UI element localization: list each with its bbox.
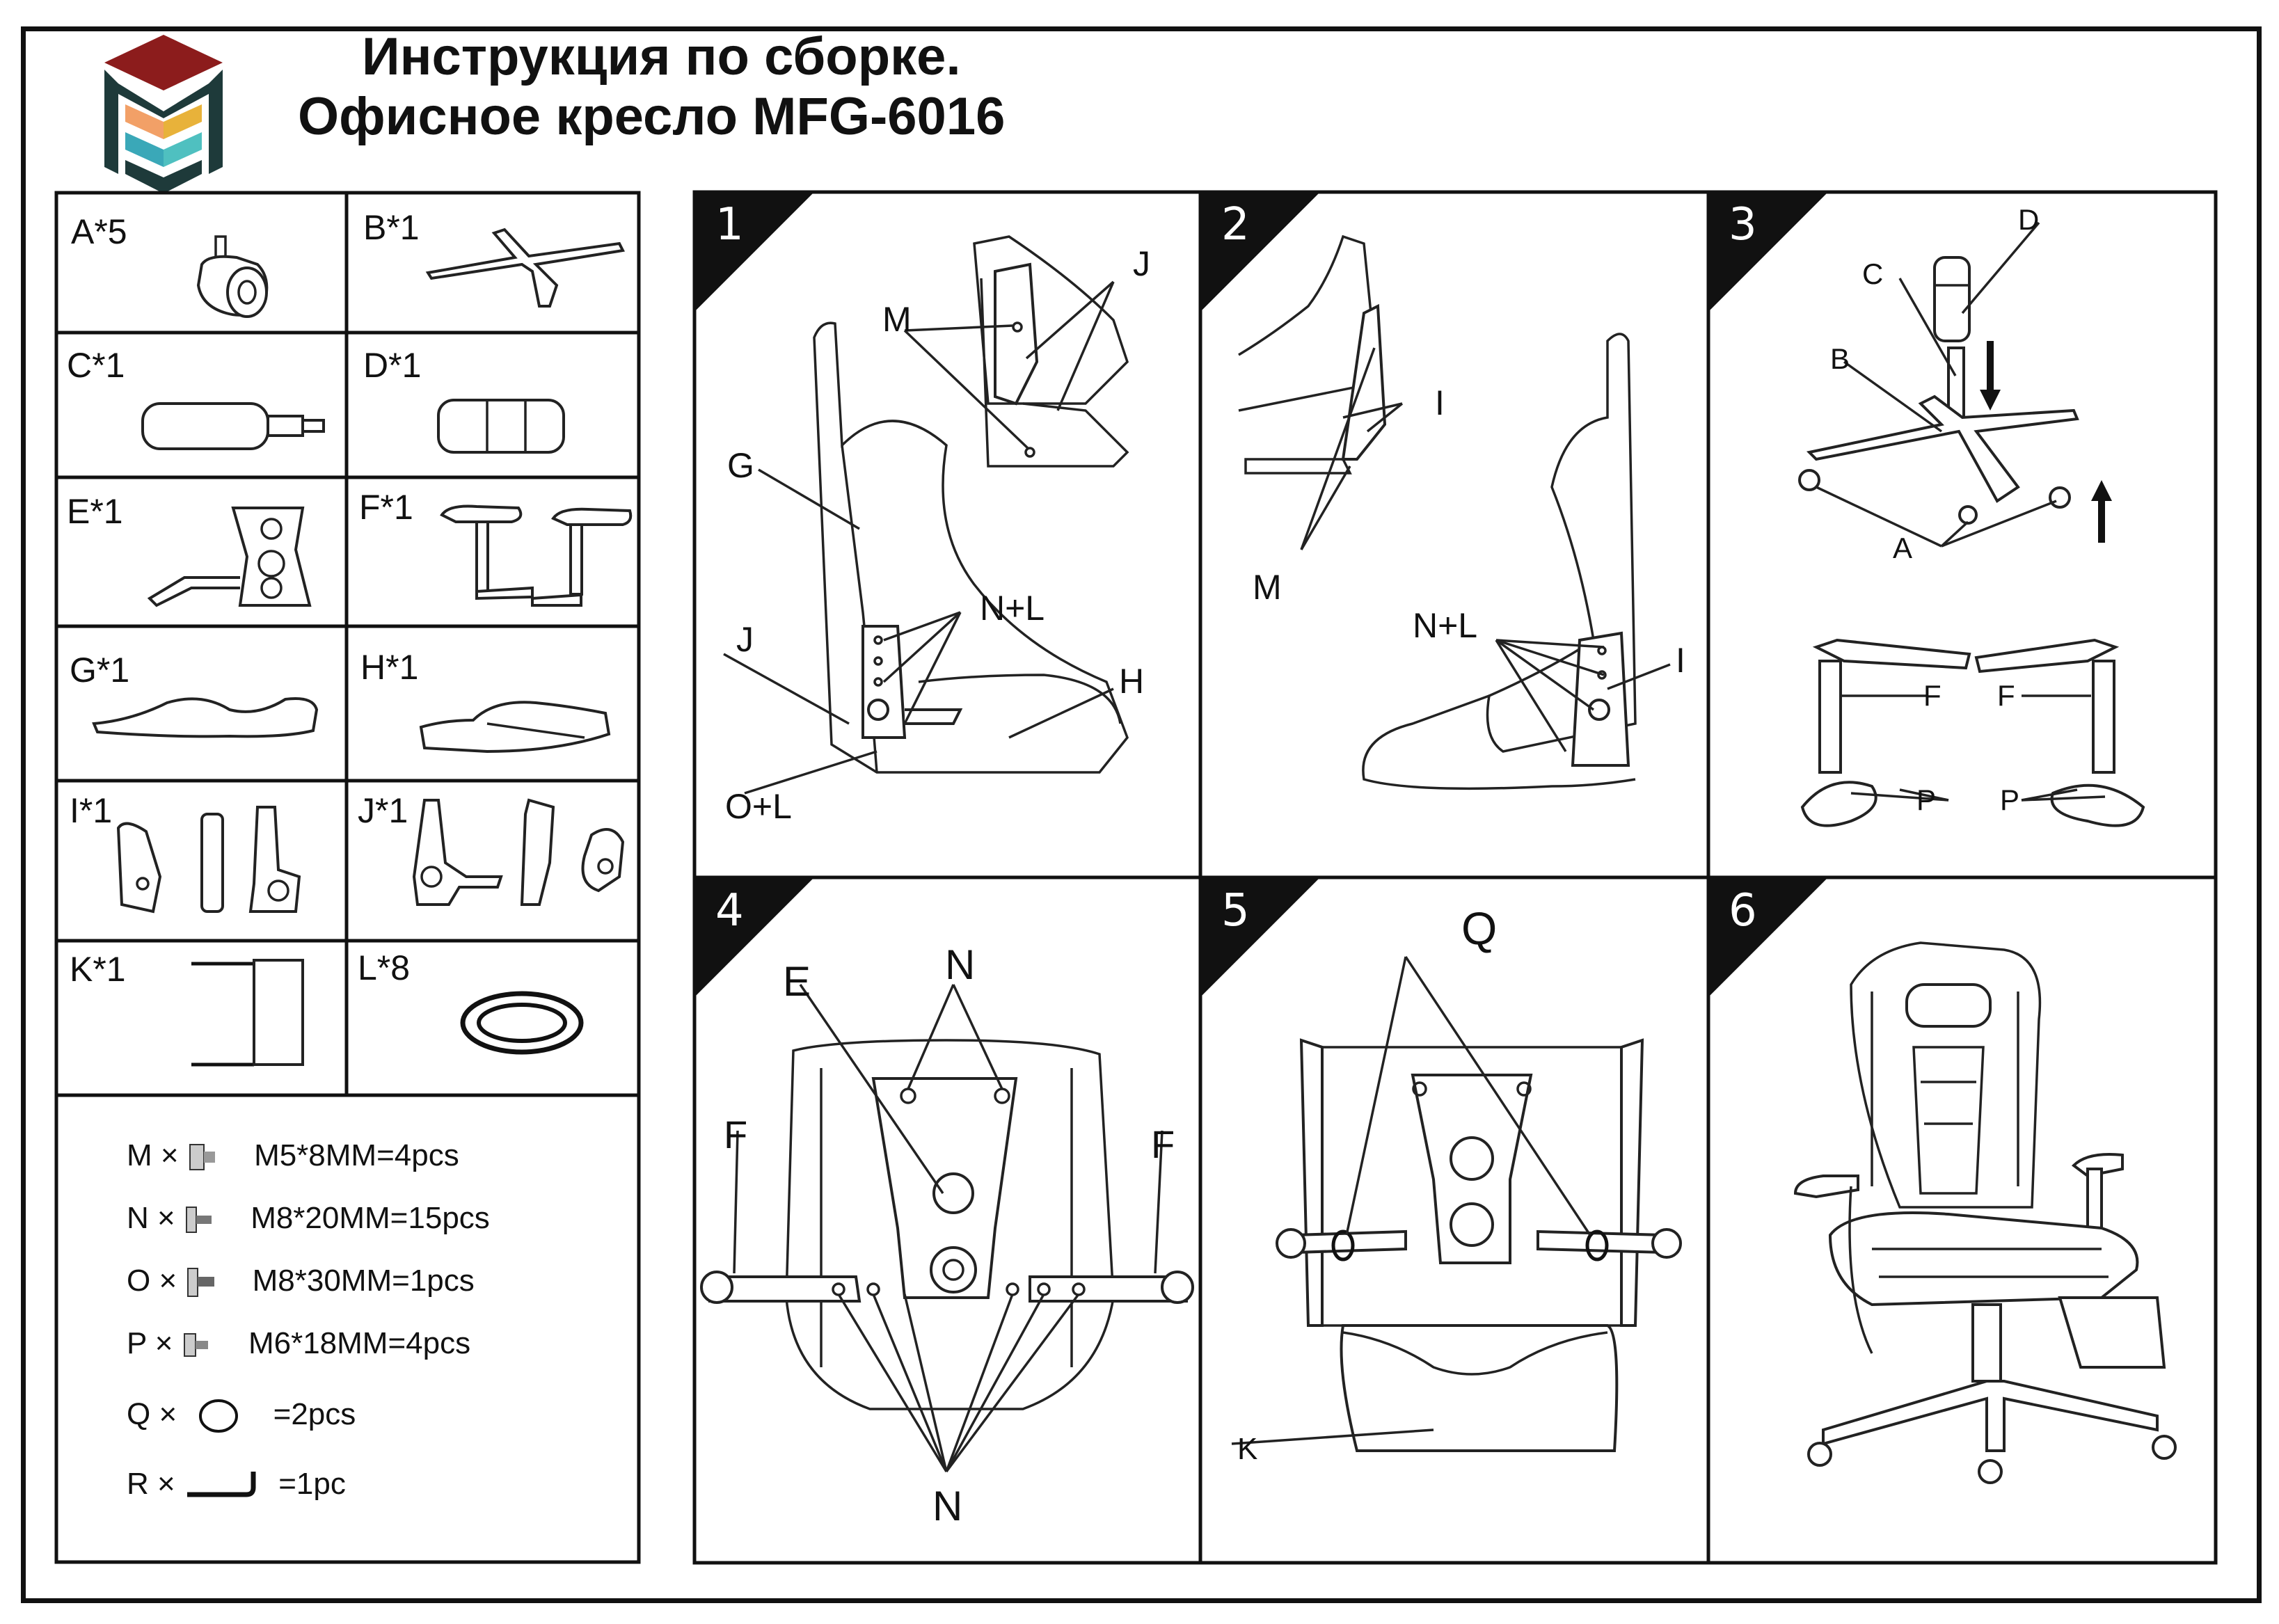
step-3-label-d: D [2018,203,2040,236]
hex-key-icon [186,1472,256,1497]
part-label-e: E*1 [67,492,123,531]
step-5-label-k: K [1237,1432,1258,1466]
step-2-number: 2 [1221,199,1250,250]
step-4-label-f-left: F [724,1113,748,1156]
part-label-l: L*8 [358,948,411,987]
part-label-b: B*1 [363,208,420,247]
step-5-number: 5 [1221,885,1250,937]
step-3-label-p-right: P [2000,783,2020,816]
step-4-label-e: E [783,958,811,1005]
step-1-label-g: G [727,446,754,485]
step-1-number: 1 [715,199,744,250]
step-3-label-b: B [1830,342,1850,375]
step-4-label-f-right: F [1151,1122,1175,1166]
step-2-label-i-side: I [1676,641,1685,680]
step-1-label-j-side: J [736,620,754,659]
step-1-illustration [696,195,1200,877]
left-bracket-set-icon [111,806,306,918]
lift-cover-icon [437,397,571,456]
parts-table [54,191,641,1564]
step-4-label-n-top: N [945,941,976,988]
step-6-illustration [1712,880,2216,1562]
small-bolt-icon [183,1333,208,1358]
step-6-number: 6 [1729,885,1757,937]
hardware-row-r: R × =1pc [127,1467,346,1503]
step-3-label-p-left: P [1916,783,1937,816]
ring-icon [199,1399,239,1433]
footrest-icon [188,959,306,1072]
hardware-row-p: P × M6*18MM=4pcs [127,1326,471,1360]
armrest-pair-icon [435,501,637,612]
tilt-mechanism-icon [143,501,317,619]
step-3-label-f-right: F [1997,679,2015,712]
hardware-row-n: N × M8*20MM=15pcs [127,1201,490,1235]
part-label-j: J*1 [358,791,408,830]
washer-icon [459,988,585,1058]
right-bracket-set-icon [411,798,640,918]
backrest-icon [90,689,320,745]
short-bolt-icon [189,1144,215,1171]
part-label-i: I*1 [70,791,113,830]
page-border [21,26,2262,1603]
hardware-row-q: Q × =2pcs [127,1397,356,1433]
step-3-number: 3 [1729,199,1757,250]
part-label-k: K*1 [70,950,126,989]
step-1-label-j-top: J [1133,244,1150,283]
step-5-label-q: Q [1461,902,1498,954]
star-base-icon [418,228,633,313]
seat-cushion-icon [418,699,612,755]
step-2-illustration [1204,195,1708,877]
step-4-illustration [696,880,1200,1562]
part-label-g: G*1 [70,651,130,690]
step-2-label-m: M [1253,568,1282,607]
step-1-label-n-l: N+L [980,589,1045,628]
step-1-label-h: H [1119,662,1145,701]
hardware-row-o: O × M8*30MM=1pcs [127,1264,475,1298]
step-5-illustration [1204,880,1708,1562]
part-label-f: F*1 [359,488,413,527]
caster-wheel-icon [188,235,292,327]
bolt-icon [185,1207,212,1234]
step-3-label-a: A [1893,532,1913,564]
steps-grid [692,190,2218,1565]
part-label-a: A*5 [71,212,127,251]
part-label-h: H*1 [360,648,419,687]
step-1-label-o-l: O+L [725,787,792,826]
gas-lift-icon [141,397,331,456]
step-4-number: 4 [715,885,744,937]
page-subtitle: Офисное кресло MFG-6016 [298,87,1006,146]
long-bolt-icon [187,1268,215,1298]
hardware-row-m: M × M5*8MM=4pcs [127,1138,459,1172]
step-2-label-n-l: N+L [1413,606,1478,645]
step-3-illustration [1712,195,2216,877]
part-label-c: C*1 [67,346,125,385]
step-3-label-f-left: F [1923,679,1941,712]
step-4-label-n-bottom: N [932,1483,963,1529]
part-label-d: D*1 [363,346,422,385]
page-title: Инструкция по сборке. [362,27,961,86]
step-1-label-m: M [882,300,912,339]
step-3-label-c: C [1862,257,1884,290]
brand-logo [97,35,230,195]
step-2-label-i-top: I [1435,383,1445,422]
